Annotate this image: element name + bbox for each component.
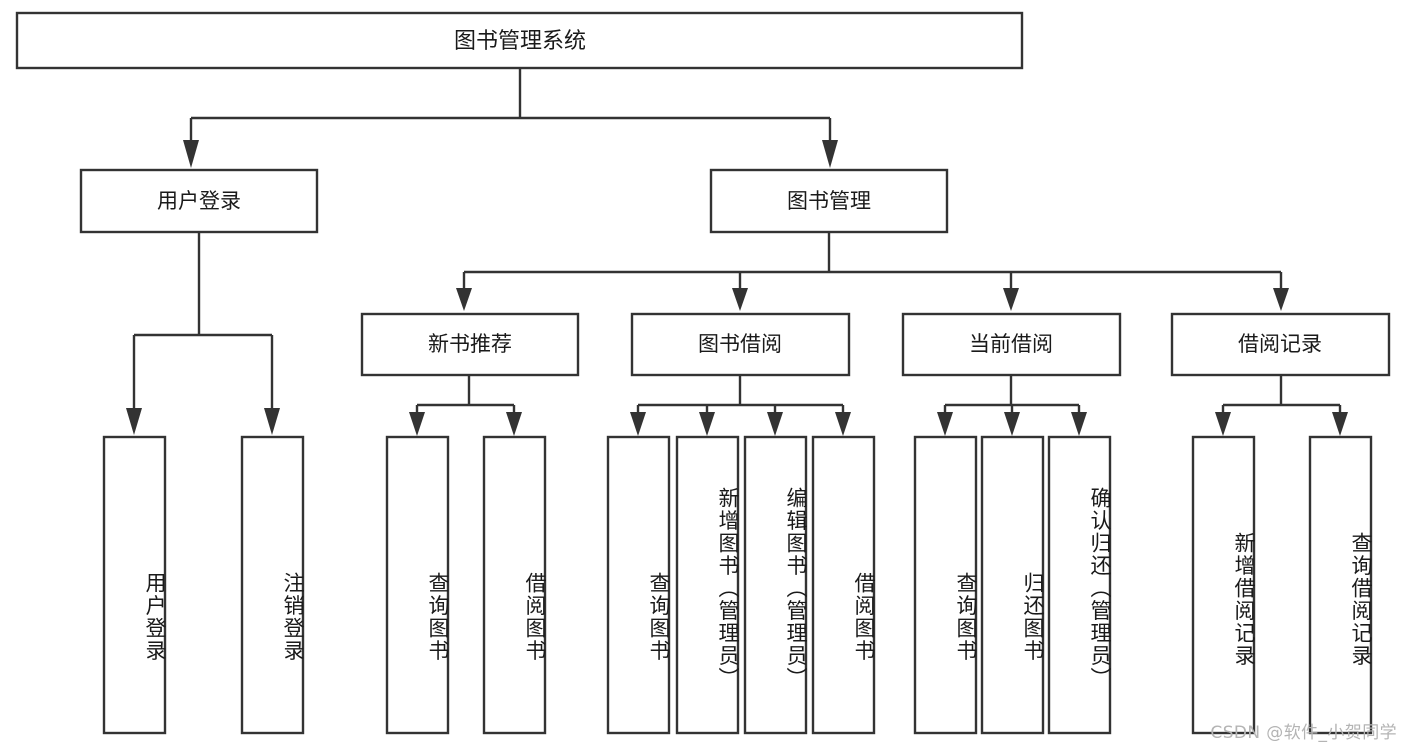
arrow-book-borrow-leaf-4 (835, 412, 851, 436)
arrow-borrow-record-leaf-1 (1215, 412, 1231, 436)
arrow-new-book-leaf-1 (409, 412, 425, 436)
arrow-current-borrow-leaf-1 (937, 412, 953, 436)
leaf-box-book-borrow-4[interactable] (811, 435, 876, 735)
node-label-current-borrow: 当前借阅 (969, 332, 1053, 356)
arrow-book-borrow-leaf-3 (767, 412, 783, 436)
arrow-new-book-leaf-2 (506, 412, 522, 436)
arrow-book-mgmt-to-current-borrow (1003, 288, 1019, 311)
arrow-borrow-record-leaf-2 (1332, 412, 1348, 436)
node-box-borrow-record[interactable] (1170, 312, 1391, 377)
arrow-book-mgmt-to-book-borrow (732, 288, 748, 311)
node-label-book-borrow: 图书借阅 (698, 332, 782, 356)
node-box-user-login[interactable] (79, 168, 319, 234)
leaf-box-borrow-record-1[interactable] (1191, 435, 1256, 735)
node-box-root[interactable] (15, 11, 1024, 70)
arrow-book-borrow-leaf-2 (699, 412, 715, 436)
node-box-current-borrow[interactable] (901, 312, 1122, 377)
arrow-book-mgmt-to-borrow-record (1273, 288, 1289, 311)
leaf-box-new-book-2[interactable] (482, 435, 547, 735)
leaf-box-current-borrow-1[interactable] (913, 435, 978, 735)
node-label-user-login: 用户登录 (157, 189, 241, 213)
leaf-box-current-borrow-3[interactable] (1047, 435, 1112, 735)
arrow-user-login-leaf-1 (126, 408, 142, 435)
edges-layer (126, 68, 1348, 436)
leaf-box-book-borrow-2[interactable] (675, 435, 740, 735)
arrow-root-to-user-login (183, 140, 199, 168)
node-box-new-book-recommend[interactable] (360, 312, 580, 377)
leaf-box-borrow-record-2[interactable] (1308, 435, 1373, 735)
csdn-watermark: CSDN @软件_小贺同学 (1210, 723, 1397, 743)
node-label-new-book-recommend: 新书推荐 (428, 332, 512, 356)
node-label-borrow-record: 借阅记录 (1238, 332, 1322, 356)
leaf-box-current-borrow-2[interactable] (980, 435, 1045, 735)
leaf-box-new-book-1[interactable] (385, 435, 450, 735)
node-label-book-mgmt: 图书管理 (787, 189, 871, 213)
leaf-box-book-borrow-1[interactable] (606, 435, 671, 735)
node-label-root: 图书管理系统 (454, 29, 586, 54)
node-box-book-borrow[interactable] (630, 312, 851, 377)
node-box-book-mgmt[interactable] (709, 168, 949, 234)
arrow-user-login-leaf-2 (264, 408, 280, 435)
arrow-book-borrow-leaf-1 (630, 412, 646, 436)
leaf-box-user-login-1[interactable] (102, 435, 167, 735)
arrow-current-borrow-leaf-3 (1071, 412, 1087, 436)
leaf-box-book-borrow-3[interactable] (743, 435, 808, 735)
leaf-box-user-login-2[interactable] (240, 435, 305, 735)
arrow-root-to-book-mgmt (822, 140, 838, 168)
arrow-book-mgmt-to-new-book (456, 288, 472, 311)
arrow-current-borrow-leaf-2 (1004, 412, 1020, 436)
nodes-layer: 图书管理系统 用户登录 图书管理 新书推荐 图书借阅 当前借阅 借阅记录 (15, 11, 1391, 735)
